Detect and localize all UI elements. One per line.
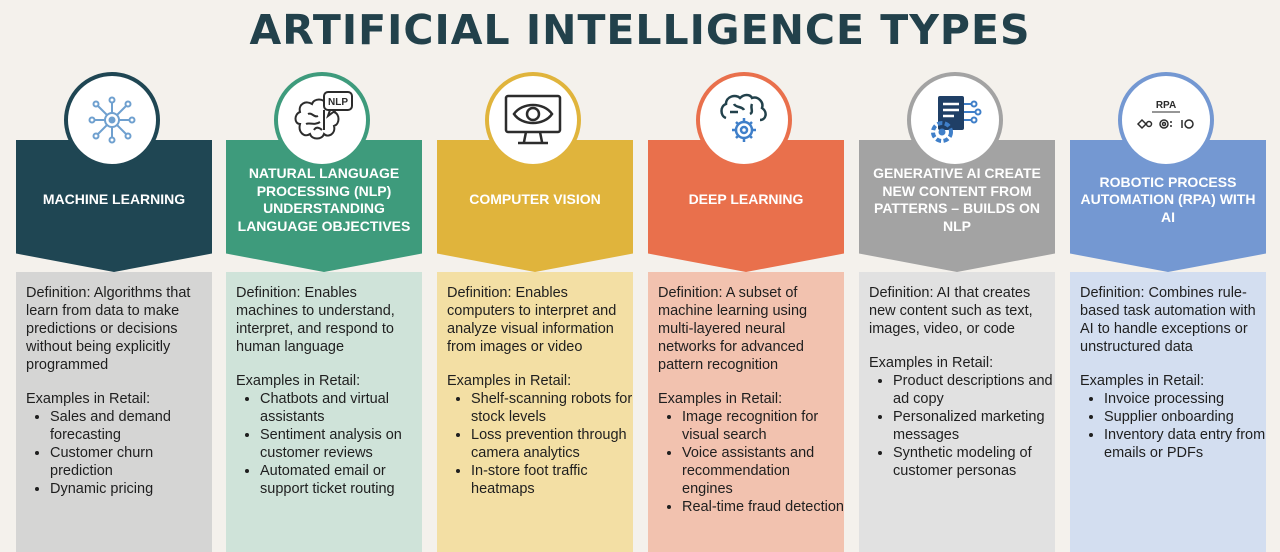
- definition: Definition: Algorithms that learn from d…: [26, 285, 191, 373]
- examples-list: Image recognition for visual search Voic…: [658, 408, 844, 516]
- column-body: [859, 272, 1055, 552]
- column-generative-ai: GENERATIVE AI CREATE NEW CONTENT FROM PA…: [859, 72, 1055, 552]
- rpa-icon-label: RPA: [1156, 100, 1176, 111]
- column-title: COMPUTER VISION: [469, 191, 601, 208]
- definition: Definition: AI that creates new content …: [869, 285, 1033, 337]
- examples-label: Examples in Retail:: [658, 391, 783, 407]
- list-item: In-store foot traffic heatmaps: [471, 462, 633, 498]
- column-text: Definition: Combines rule-based task aut…: [1080, 284, 1266, 462]
- column-title: DEEP LEARNING: [688, 191, 804, 208]
- list-item: Customer churn prediction: [50, 444, 212, 480]
- examples-label: Examples in Retail:: [236, 373, 361, 389]
- column-text: Definition: A subset of machine learning…: [658, 284, 844, 516]
- list-item: Personalized marketing messages: [893, 408, 1055, 444]
- list-item: Real-time fraud detection: [682, 498, 844, 516]
- column-rpa: ROBOTIC PROCESS AUTOMATION (RPA) WITH AI…: [1070, 72, 1266, 552]
- examples-list: Chatbots and virtual assistants Sentimen…: [236, 390, 422, 498]
- column-deep-learning: DEEP LEARNING Definition: A subset of ma…: [648, 72, 844, 552]
- examples-list: Shelf-scanning robots for stock levels L…: [447, 390, 633, 498]
- column-title: NATURAL LANGUAGE PROCESSING (NLP) UNDERS…: [237, 165, 411, 234]
- column-nlp: NATURAL LANGUAGE PROCESSING (NLP) UNDERS…: [226, 72, 422, 552]
- column-body: [16, 272, 212, 552]
- list-item: Invoice processing: [1104, 390, 1266, 408]
- list-item: Chatbots and virtual assistants: [260, 390, 422, 426]
- list-item: Supplier onboarding: [1104, 408, 1266, 426]
- list-item: Image recognition for visual search: [682, 408, 844, 444]
- page-title: ARTIFICIAL INTELLIGENCE TYPES: [249, 6, 1031, 54]
- column-title: MACHINE LEARNING: [42, 191, 186, 208]
- list-item: Automated email or support ticket routin…: [260, 462, 422, 498]
- definition: Definition: Enables computers to interpr…: [447, 285, 617, 355]
- eye-monitor-icon: [485, 72, 581, 168]
- examples-label: Examples in Retail:: [869, 355, 994, 371]
- definition: Definition: Enables machines to understa…: [236, 285, 395, 355]
- list-item: Voice assistants and recommendation engi…: [682, 444, 844, 498]
- column-machine-learning: MACHINE LEARNING Definition: Algorithms …: [16, 72, 212, 552]
- column-body: [648, 272, 844, 552]
- list-item: Dynamic pricing: [50, 480, 212, 498]
- examples-label: Examples in Retail:: [26, 391, 151, 407]
- examples-label: Examples in Retail:: [447, 373, 572, 389]
- column-body: [1070, 272, 1266, 552]
- definition: Definition: A subset of machine learning…: [658, 285, 808, 373]
- column-body: [437, 272, 633, 552]
- definition: Definition: Combines rule-based task aut…: [1080, 285, 1256, 355]
- list-item: Synthetic modeling of customer personas: [893, 444, 1055, 480]
- list-item: Inventory data entry from emails or PDFs: [1104, 426, 1266, 462]
- column-title: GENERATIVE AI CREATE NEW CONTENT FROM PA…: [873, 165, 1041, 234]
- document-gear-icon: [907, 72, 1003, 168]
- examples-list: Product descriptions and ad copy Persona…: [869, 372, 1055, 480]
- column-text: Definition: Enables machines to understa…: [236, 284, 422, 498]
- list-item: Shelf-scanning robots for stock levels: [471, 390, 633, 426]
- neural-network-icon: [64, 72, 160, 168]
- list-item: Sentiment analysis on customer reviews: [260, 426, 422, 462]
- list-item: Loss prevention through camera analytics: [471, 426, 633, 462]
- rpa-icon: RPA: [1118, 72, 1214, 168]
- column-body: [226, 272, 422, 552]
- column-title: ROBOTIC PROCESS AUTOMATION (RPA) WITH AI: [1080, 173, 1256, 225]
- list-item: Product descriptions and ad copy: [893, 372, 1055, 408]
- nlp-brain-icon: NLP: [274, 72, 370, 168]
- brain-gear-icon: [696, 72, 792, 168]
- examples-label: Examples in Retail:: [1080, 373, 1205, 389]
- examples-list: Invoice processing Supplier onboarding I…: [1080, 390, 1266, 462]
- svg-text:NLP: NLP: [328, 97, 348, 108]
- column-text: Definition: AI that creates new content …: [869, 284, 1055, 480]
- column-computer-vision: COMPUTER VISION Definition: Enables comp…: [437, 72, 633, 552]
- examples-list: Sales and demand forecasting Customer ch…: [26, 408, 212, 498]
- column-text: Definition: Algorithms that learn from d…: [26, 284, 212, 498]
- list-item: Sales and demand forecasting: [50, 408, 212, 444]
- column-text: Definition: Enables computers to interpr…: [447, 284, 633, 498]
